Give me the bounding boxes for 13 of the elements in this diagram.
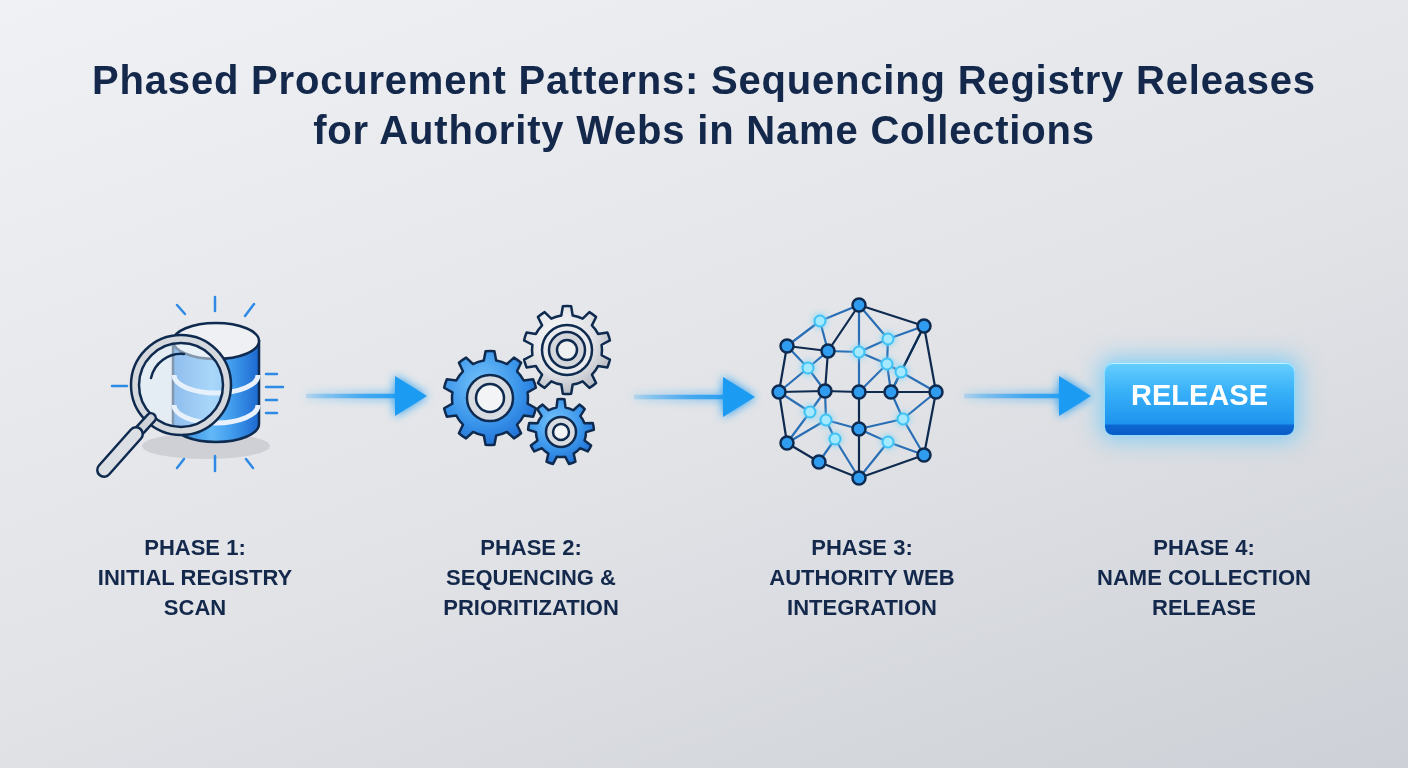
- phase-label: PHASE 1:: [143, 534, 247, 562]
- phase-label: PHASE 4:: [1152, 534, 1256, 562]
- phase-description: AUTHORITY WEB INTEGRATION: [768, 564, 956, 622]
- phase-label: PHASE 3:: [810, 534, 914, 562]
- action-button: RELEASE: [1104, 362, 1295, 436]
- phase-description: NAME COLLECTION RELEASE: [1096, 564, 1312, 622]
- arrow: [306, 376, 427, 416]
- arrow: [634, 377, 755, 417]
- phase-label: PHASE 2:: [479, 534, 583, 562]
- diagram-title: Phased Procurement Patterns: Sequencing Registry Releases for Authority Webs in Name Collections: [91, 57, 1317, 154]
- phase-description: INITIAL REGISTRY SCAN: [96, 564, 294, 622]
- arrow: [964, 376, 1091, 416]
- phase-description: SEQUENCING & PRIORITIZATION: [442, 564, 620, 622]
